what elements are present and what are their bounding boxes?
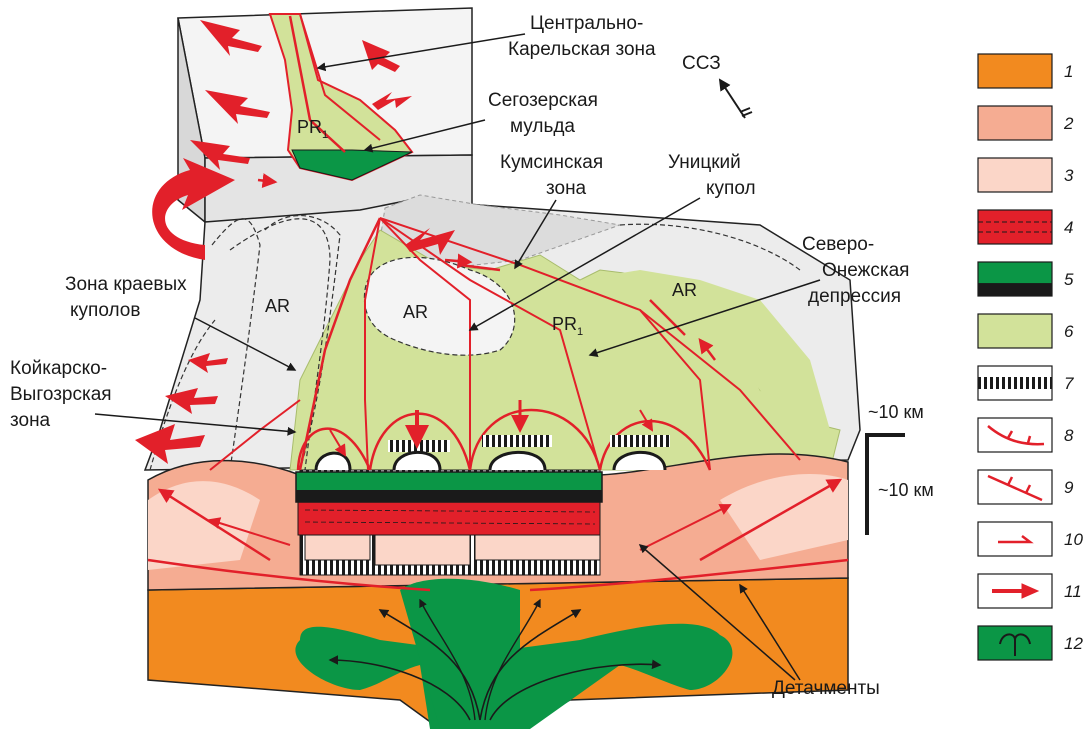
cross-section	[148, 454, 848, 729]
symbol-ar-center: AR	[403, 302, 428, 322]
legend-swatch-2	[978, 106, 1052, 140]
label-central-karelian-2: Карельская зона	[508, 39, 656, 60]
symbol-ar-left: AR	[265, 296, 290, 316]
label-koikar-3: зона	[10, 410, 51, 431]
label-segozero-2: мульда	[510, 116, 575, 137]
legend-item-7: 7	[978, 366, 1074, 400]
legend-symbol-7	[978, 377, 1052, 389]
legend-number-2: 2	[1063, 114, 1074, 133]
legend-swatch-3	[978, 158, 1052, 192]
legend-swatch-6	[978, 314, 1052, 348]
label-koikar-2: Выгозрская	[10, 384, 112, 405]
legend-number-7: 7	[1064, 374, 1074, 393]
legend-swatch-8	[978, 418, 1052, 452]
north-arrow	[720, 80, 752, 118]
legend-number-6: 6	[1064, 322, 1074, 341]
legend-number-1: 1	[1064, 62, 1073, 81]
symbol-ar-right: AR	[672, 280, 697, 300]
legend-item-4: 4	[978, 210, 1073, 244]
label-segozero-1: Сегозерская	[488, 90, 598, 111]
label-edge-domes-2: куполов	[70, 300, 140, 321]
legend-number-9: 9	[1064, 478, 1074, 497]
scale-vertical-label: ~10 км	[878, 480, 934, 500]
legend-swatch-1	[978, 54, 1052, 88]
legend-number-3: 3	[1064, 166, 1074, 185]
legend-number-5: 5	[1064, 270, 1074, 289]
legend-number-4: 4	[1064, 218, 1073, 237]
label-central-karelian-1: Центрально-	[530, 13, 643, 34]
legend-number-8: 8	[1064, 426, 1074, 445]
label-kumsa-2: зона	[546, 178, 587, 199]
legend-swatch-10	[978, 522, 1052, 556]
legend-number-12: 12	[1064, 634, 1083, 653]
legend-item-6: 6	[978, 314, 1074, 348]
label-unitsky-1: Уницкий	[668, 152, 741, 173]
label-north-onega-2: Онежская	[822, 260, 909, 281]
label-unitsky-2: купол	[706, 178, 756, 199]
label-ssz: ССЗ	[682, 53, 721, 74]
legend-symbol-5	[978, 283, 1052, 296]
legend-item-2: 2	[978, 106, 1074, 140]
scale-horizontal-label: ~10 км	[868, 402, 924, 422]
legend-item-12: 12	[978, 626, 1083, 660]
legend-item-9: 9	[978, 470, 1074, 504]
legend-item-8: 8	[978, 418, 1074, 452]
label-edge-domes-1: Зона краевых	[65, 274, 187, 295]
label-kumsa-1: Кумсинская	[500, 152, 603, 173]
label-north-onega-3: депрессия	[808, 286, 901, 307]
legend-item-3: 3	[978, 158, 1074, 192]
legend-number-11: 11	[1064, 582, 1082, 601]
label-koikar-1: Койкарско-	[10, 358, 107, 379]
legend-item-5: 5	[978, 262, 1074, 296]
legend-item-1: 1	[978, 54, 1073, 88]
legend-swatch-4	[978, 210, 1052, 244]
legend-item-10: 10	[978, 522, 1083, 556]
label-north-onega-1: Северо-	[802, 234, 874, 255]
legend-number-10: 10	[1064, 530, 1083, 549]
legend-item-11: 11	[978, 574, 1082, 608]
label-detachments: Детачменты	[772, 678, 880, 699]
